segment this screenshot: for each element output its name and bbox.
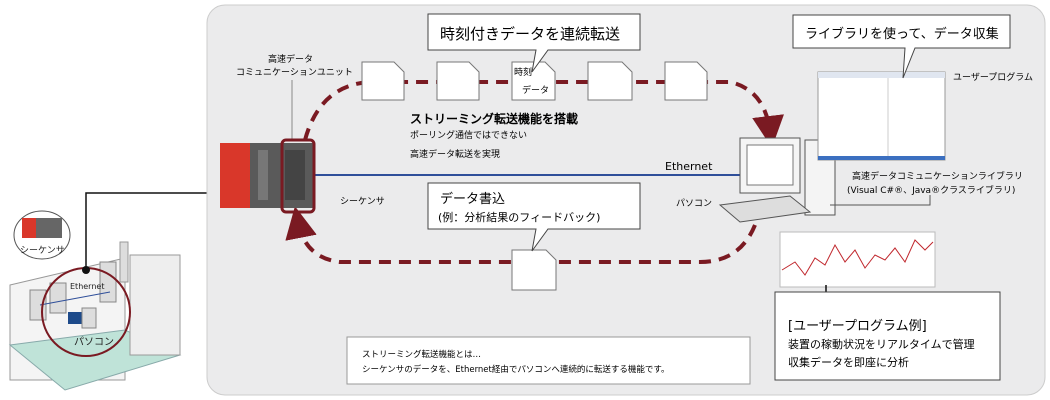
streaming-line1: ポーリング通信ではできない <box>410 129 527 141</box>
sequencer-plc <box>220 138 316 214</box>
callout-continuous-transfer: 時刻付きデータを連続転送 <box>440 25 620 43</box>
inset-ethernet-label: Ethernet <box>70 282 104 291</box>
factory-inset: Ethernet パソコン シーケンサ <box>8 192 207 391</box>
user-program-label: ユーザープログラム <box>953 71 1033 83</box>
definition-text: シーケンサのデータを、Ethernet経由でパソコンへ連続的に転送する機能です。 <box>362 364 670 375</box>
callout-write-example: (例：分析結果のフィードバック) <box>438 210 600 224</box>
callout-write-title: データ書込 <box>440 191 505 207</box>
unit-label-2: コミュニケーションユニット <box>236 67 353 78</box>
streaming-line2: 高速データ転送を実現 <box>410 148 500 160</box>
callout-library: ライブラリを使って、データ収集 <box>805 26 999 42</box>
inset-pc-label: パソコン <box>74 336 114 348</box>
library-label-2: (Visual C#®、Java®クラスライブラリ) <box>847 184 1015 196</box>
inset-sequencer-label: シーケンサ <box>20 245 65 256</box>
packet-data-label: データ <box>522 84 549 96</box>
sequencer-label: シーケンサ <box>340 196 385 207</box>
library-label-1: 高速データコミュニケーションライブラリ <box>852 170 1023 182</box>
data-packets <box>361 61 708 291</box>
example-line2: 収集データを即座に分析 <box>788 355 909 369</box>
analysis-chart <box>779 231 936 288</box>
streaming-flow-arrow <box>303 80 784 148</box>
user-program-screenshot <box>817 71 946 161</box>
pc-label: パソコン <box>676 198 712 209</box>
ethernet-label: Ethernet <box>665 160 713 173</box>
packet-time-label: 時刻 <box>514 66 532 78</box>
definition-title: ストリーミング転送機能とは… <box>362 349 481 360</box>
streaming-title: ストリーミング転送機能を搭載 <box>410 111 578 126</box>
unit-label-1: 高速データ <box>268 53 313 65</box>
example-title: [ユーザープログラム例] <box>788 319 927 334</box>
example-line1: 装置の稼動状況をリアルタイムで管理 <box>788 337 975 351</box>
